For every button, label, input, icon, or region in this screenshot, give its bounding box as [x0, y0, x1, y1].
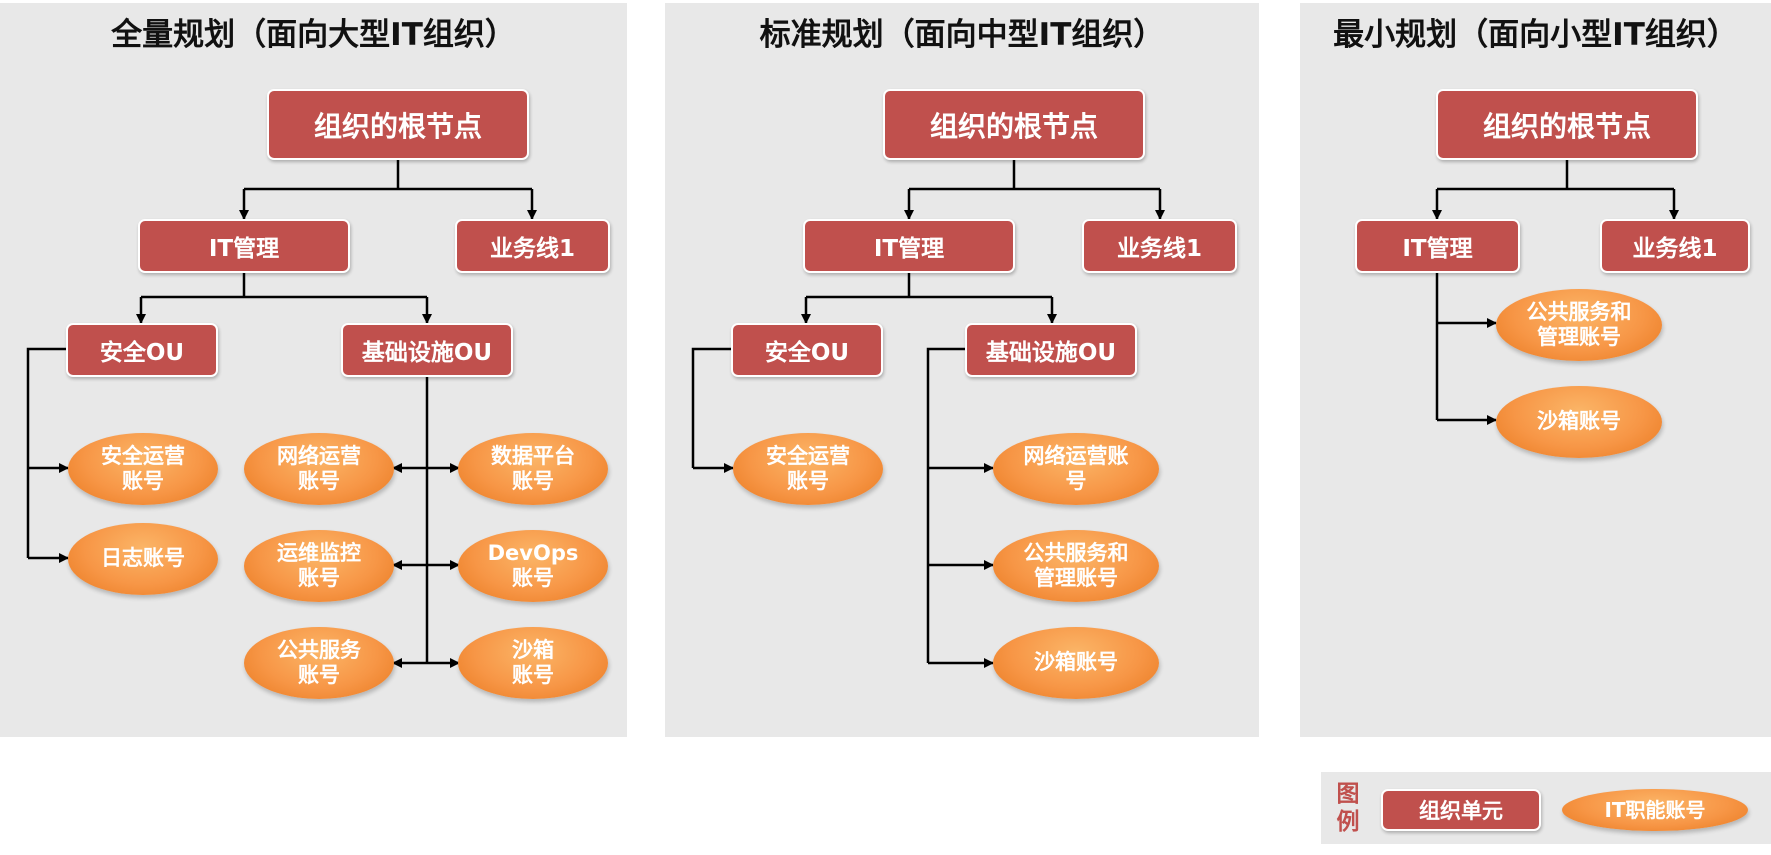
ou-security: 安全OU: [731, 323, 883, 377]
ou-it-management: IT管理: [803, 219, 1015, 273]
account-sandbox: 沙箱 账号: [458, 627, 608, 699]
ou-business-line-1: 业务线1: [1600, 219, 1750, 273]
org-root-node: 组织的根节点: [883, 89, 1145, 160]
legend-mark: 图 例: [1336, 781, 1360, 835]
ou-it-management: IT管理: [1355, 219, 1520, 273]
account-sandbox: 沙箱账号: [993, 627, 1159, 699]
legend: 图 例 组织单元 IT职能账号: [1321, 772, 1771, 844]
connector-lines: [26, 160, 537, 668]
panel-title: 标准规划（面向中型IT组织）: [759, 17, 1165, 53]
legend-org-unit: 组织单元: [1381, 789, 1541, 831]
connector-lines: [691, 160, 1165, 668]
panel-full-plan: 全量规划（面向大型IT组织）: [0, 3, 627, 737]
panel-minimal-plan: 最小规划（面向小型IT组织） 组织的根节点 IT管理 业务线1 公共服务和 管理…: [1300, 3, 1771, 737]
panel-standard-plan: 标准规划（面向中型IT组织） 组织的根节点 IT管理 业务线1: [665, 3, 1259, 737]
connector-line: [691, 347, 733, 468]
connector-line: [926, 347, 967, 663]
account-shared-services: 公共服务 账号: [244, 627, 394, 699]
account-sandbox: 沙箱账号: [1496, 386, 1662, 458]
account-ops-monitoring: 运维监控 账号: [244, 530, 394, 602]
ou-it-management: IT管理: [138, 219, 350, 273]
connector-line: [26, 347, 68, 558]
panel-title: 最小规划（面向小型IT组织）: [1333, 17, 1738, 53]
ou-business-line-1: 业务线1: [455, 219, 610, 273]
legend-it-account: IT职能账号: [1562, 789, 1748, 831]
ou-business-line-1: 业务线1: [1082, 219, 1237, 273]
ou-infrastructure: 基础设施OU: [341, 323, 513, 377]
account-log: 日志账号: [68, 523, 218, 595]
org-root-node: 组织的根节点: [1436, 89, 1698, 160]
connector-lines: [1432, 160, 1679, 425]
account-security-ops: 安全运营 账号: [68, 433, 218, 505]
org-root-node: 组织的根节点: [267, 89, 529, 160]
account-data-platform: 数据平台 账号: [458, 433, 608, 505]
account-network-ops: 网络运营账 号: [993, 433, 1159, 505]
account-security-ops: 安全运营 账号: [733, 433, 883, 505]
account-devops: DevOps 账号: [458, 530, 608, 602]
panel-title: 全量规划（面向大型IT组织）: [111, 17, 516, 53]
account-shared-services-mgmt: 公共服务和 管理账号: [993, 530, 1159, 602]
ou-infrastructure: 基础设施OU: [965, 323, 1137, 377]
ou-security: 安全OU: [66, 323, 218, 377]
account-shared-services-mgmt: 公共服务和 管理账号: [1496, 289, 1662, 361]
account-network-ops: 网络运营 账号: [244, 433, 394, 505]
